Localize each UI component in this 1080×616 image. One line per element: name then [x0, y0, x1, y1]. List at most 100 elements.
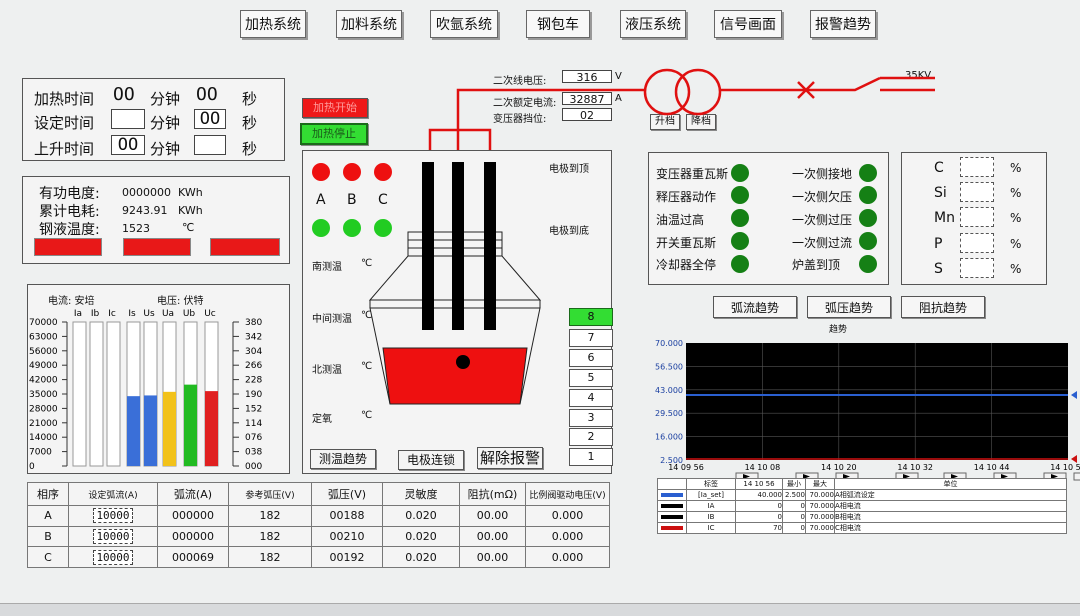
set-time-min-input[interactable]	[111, 109, 145, 129]
heat-stop-button[interactable]: 加热停止	[300, 123, 368, 145]
phase-c-label: C	[378, 192, 388, 208]
electrode-level-8: 8	[569, 308, 613, 326]
legend-value-1: 0	[735, 500, 783, 512]
row-b-set-current[interactable]: 10000	[68, 525, 158, 548]
phase-c-ok-lamp	[374, 219, 392, 237]
comp-c-label: C	[934, 160, 944, 176]
rise-time-min-input[interactable]: OO	[111, 135, 145, 155]
legend-color-3	[657, 522, 687, 534]
arc-current-trend-button[interactable]: 弧流趋势	[713, 296, 797, 318]
trend-y-tick: 2.500	[660, 456, 683, 465]
comp-si-label: Si	[934, 185, 947, 201]
legend-color-1	[657, 500, 687, 512]
trend-nav-arrow-icon	[1001, 474, 1008, 479]
molten-steel	[382, 347, 528, 405]
total-energy-label: 累计电耗:	[39, 204, 100, 220]
steel-temp-unit: ℃	[182, 221, 195, 234]
clear-alarm-button[interactable]: 解除报警	[477, 447, 543, 469]
bar-uc	[205, 391, 218, 466]
trend-y-tick: 29.500	[655, 409, 683, 418]
col-impedance: 阻抗(mΩ)	[459, 482, 526, 506]
legend-max-1: 70.000	[805, 500, 835, 512]
electrode-level-4: 4	[569, 389, 613, 407]
legend-tag-1: IA	[686, 500, 736, 512]
signal-lamp-6	[859, 186, 877, 204]
signal-label-2: 油温过高	[656, 213, 705, 227]
electrode-level-7: 7	[569, 329, 613, 347]
row-c-arc-voltage: 00192	[311, 546, 383, 568]
row-a-set-current[interactable]: 10000	[68, 505, 158, 527]
row-b-impedance: 00.00	[459, 525, 526, 548]
channel-label: Ic	[108, 309, 116, 319]
breaker-x-2	[797, 81, 815, 99]
tab-heating[interactable]: 加热系统	[240, 10, 306, 38]
left-tick-label: 42000	[29, 376, 58, 386]
impedance-trend-button[interactable]: 阻抗趋势	[901, 296, 985, 318]
row-c-set-current-input[interactable]: 10000	[93, 549, 133, 565]
tab-alarm-trend[interactable]: 报警趋势	[810, 10, 876, 38]
left-tick-label: 7000	[29, 448, 52, 458]
voltage-title: 电压: 伏特	[157, 296, 204, 307]
trend-y-tick: 43.000	[655, 386, 683, 395]
comp-si-unit: %	[1010, 186, 1022, 200]
bar-track-ia	[72, 321, 87, 467]
row-b-set-current-input[interactable]: 10000	[93, 528, 133, 544]
legend-row[interactable]: IA 0 0 70.000 A相电流	[657, 500, 1067, 512]
oxygen-label: 定氧	[312, 414, 332, 425]
right-tick-label: 380	[245, 318, 262, 328]
rise-time-label: 上升时间	[34, 140, 95, 158]
left-tick-label: 0	[29, 462, 35, 472]
signal-lamp-7	[859, 209, 877, 227]
trend-y-tick: 56.500	[655, 362, 683, 371]
signal-label-7: 一次侧过压	[792, 213, 853, 227]
trend-cursor-arrow	[1071, 391, 1077, 399]
trend-nav-button	[1073, 472, 1080, 481]
tab-hydraulic[interactable]: 液压系统	[620, 10, 686, 38]
legend-row[interactable]: IB 0 0 70.000 B相电流	[657, 511, 1067, 523]
signal-lamp-8	[859, 232, 877, 250]
row-a-set-current-input[interactable]: 10000	[93, 508, 133, 524]
electrode-interlock-button[interactable]: 电极连锁	[398, 450, 464, 470]
signal-label-1: 释压器动作	[656, 190, 717, 204]
set-time-sec-input[interactable]: OO	[194, 109, 226, 129]
legend-col-max: 最大	[805, 478, 835, 490]
left-tick-label: 70000	[29, 318, 58, 328]
arc-voltage-trend-button[interactable]: 弧压趋势	[807, 296, 891, 318]
temp-trend-button[interactable]: 测温趋势	[310, 449, 376, 469]
comp-p-label: P	[934, 236, 943, 252]
trend-x-tick: 14 10 20	[821, 463, 857, 472]
heat-start-button[interactable]: 加热开始	[302, 98, 368, 118]
hv-line	[720, 76, 881, 92]
mid-temp-unit: ℃	[361, 310, 373, 321]
tab-ladle-car[interactable]: 钢包车	[526, 10, 590, 38]
tab-feeding[interactable]: 加料系统	[336, 10, 402, 38]
legend-col-min: 最小	[782, 478, 806, 490]
legend-row[interactable]: IC 70 0 70.000 C相电流	[657, 522, 1067, 534]
tab-argon[interactable]: 吹氩系统	[430, 10, 498, 38]
sec-current-unit: A	[615, 93, 622, 104]
rise-time-min-unit: 分钟	[150, 140, 181, 158]
heating-time-sec-unit: 秒	[242, 90, 258, 108]
set-time-min-unit: 分钟	[150, 114, 181, 132]
right-tick-label: 228	[245, 376, 262, 386]
electrode-level-6: 6	[569, 349, 613, 367]
signal-lamp-5	[859, 164, 877, 182]
tab-signals[interactable]: 信号画面	[714, 10, 782, 38]
legend-col-unit: 单位	[834, 478, 1067, 490]
sec-voltage-label: 二次线电压:	[493, 76, 547, 87]
legend-row[interactable]: [Ia_set] 40.000 2.500 70.000 A相弧流设定	[657, 489, 1067, 501]
signal-lamp-9	[859, 255, 877, 273]
comp-s-unit: %	[1010, 262, 1022, 276]
total-energy-unit: KWh	[178, 204, 203, 217]
row-c-set-current[interactable]: 10000	[68, 546, 158, 568]
electrode-a	[422, 162, 434, 330]
rise-time-sec-input[interactable]	[194, 135, 226, 155]
legend-unit-2: B相电流	[834, 511, 1067, 523]
ladle-furnace-drawing	[368, 162, 542, 405]
legend-min-0: 2.500	[782, 489, 806, 501]
steel-temp-label: 钢液温度:	[39, 222, 100, 238]
row-b-phase: B	[27, 525, 69, 548]
col-sensitivity: 灵敏度	[382, 482, 460, 506]
